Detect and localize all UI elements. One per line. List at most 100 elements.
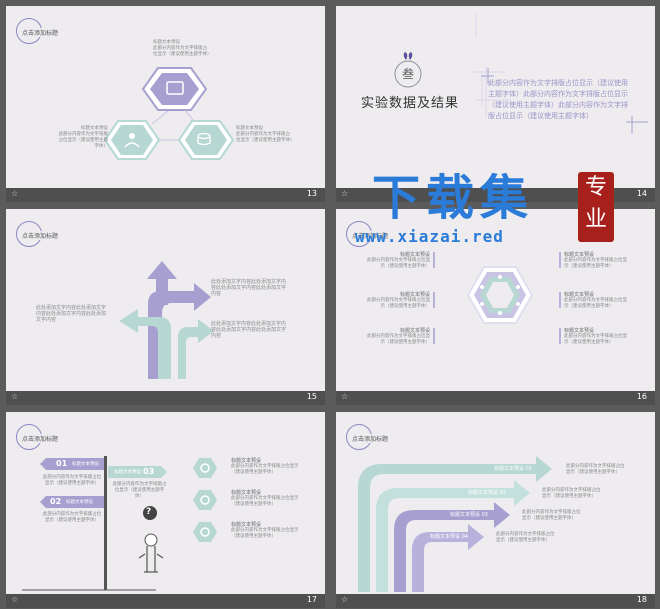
sign-label-01: 标题文本预设	[72, 462, 99, 467]
side-hexagons	[193, 458, 217, 542]
star-icon[interactable]: ☆	[341, 189, 349, 198]
item-left-1: 标题文本预设 此部分内容作为文字排版占位显示（建议使用主题字体）	[366, 252, 430, 270]
slide-header: 点击添加标题	[350, 434, 391, 443]
item-1: 标题文本预设 此部分内容作为文字排版占位显示（建议使用主题字体）	[231, 458, 301, 476]
star-icon[interactable]: ☆	[341, 392, 349, 401]
block-body: 此部分内容作为文字排版占位显示（建议使用主题字体）	[153, 46, 212, 57]
question-mark: ?	[146, 507, 152, 517]
block-top: 标题文本预设 此部分内容作为文字排版占位显示（建议使用主题字体）	[153, 40, 212, 58]
block-right: 标题文本预设 此部分内容作为文字排版占位显示（建议使用主题字体）	[236, 126, 295, 144]
item-title: 标题文本预设	[231, 490, 262, 496]
section-body: 此部分内容作为文字排版占位显示（建议使用主题字体）此部分内容作为文字排版占位显示…	[488, 79, 628, 120]
slide-header: 点击添加标题	[350, 231, 391, 240]
person-icon	[129, 133, 135, 139]
sign-label-03: 标题文本预设	[114, 470, 141, 475]
block-body: 此部分内容作为文字排版占位显示（建议使用主题字体）	[58, 132, 109, 149]
item-title: 标题文本预设	[399, 292, 430, 298]
item-right-2: 标题文本预设 此部分内容作为文字排版占位显示（建议使用主题字体）	[564, 292, 628, 310]
star-icon[interactable]: ☆	[341, 595, 349, 604]
item-title: 标题文本预设	[399, 328, 430, 334]
slide-header: 点击添加标题	[20, 231, 61, 240]
star-icon[interactable]: ☆	[11, 189, 19, 198]
badge-ring	[394, 60, 422, 88]
arrow-body-03: 此部分内容作为文字排版占位显示（建议使用主题字体）	[522, 510, 581, 521]
slide-header: 点击添加标题	[20, 434, 61, 443]
block-title: 标题文本预设	[236, 126, 263, 131]
slide-footer: ☆ 14	[336, 188, 655, 202]
phone-icon	[480, 285, 484, 289]
block-title: 标题文本预设	[81, 126, 108, 131]
slide-15[interactable]: 点击添加标题 此处添加文字内容此处添加文字内容此处添加文字内容此处添加文字内容 …	[6, 209, 325, 405]
sign-body-2: 此部分内容作为文字排版占位显示（建议使用主题字体）	[112, 482, 167, 499]
item-body: 此部分内容作为文字排版占位显示（建议使用主题字体）	[367, 258, 430, 269]
sign-num-02: 02	[50, 497, 62, 506]
right-bottom-text: 此处添加文字内容此处添加文字内容此处添加文字内容此处添加文字内容	[211, 321, 287, 339]
slide-13[interactable]: 点击添加标题 标题文本预设 此部分内容作为文字排版占位显示（建议使用主题字体） …	[6, 6, 325, 202]
block-body: 此部分内容作为文字排版占位显示（建议使用主题字体）	[236, 132, 295, 143]
item-body: 此部分内容作为文字排版占位显示（建议使用主题字体）	[367, 298, 430, 309]
user-icon	[480, 302, 484, 306]
sign-label-02: 标题文本预设	[66, 500, 93, 505]
right-top-text: 此处添加文字内容此处添加文字内容此处添加文字内容此处添加文字内容	[211, 279, 287, 297]
slide-footer: ☆ 16	[336, 391, 655, 405]
slide-number: 16	[636, 392, 647, 401]
section-badge: 叁	[401, 67, 414, 81]
block-title: 标题文本预设	[153, 40, 180, 45]
item-body: 此部分内容作为文字排版占位显示（建议使用主题字体）	[564, 298, 627, 309]
chart-icon	[516, 302, 520, 306]
sign-body-1: 此部分内容作为文字排版占位显示（建议使用主题字体）	[42, 475, 102, 486]
item-body: 此部分内容作为文字排版占位显示（建议使用主题字体）	[231, 496, 299, 507]
slide-17[interactable]: 点击添加标题 01 标题文本预设 标题文本预设 03 02 标题文本预设 此部分…	[6, 412, 325, 608]
aperture-icon	[200, 495, 210, 505]
star-icon[interactable]: ☆	[11, 392, 19, 401]
slide-number: 18	[636, 595, 647, 604]
watermark-title: 下载集	[372, 170, 535, 226]
sign-num-01: 01	[56, 459, 68, 468]
item-title: 标题文本预设	[231, 522, 262, 528]
item-title: 标题文本预设	[564, 292, 595, 298]
slide-number: 17	[306, 595, 317, 604]
slide-footer: ☆ 15	[6, 391, 325, 405]
item-body: 此部分内容作为文字排版占位显示（建议使用主题字体）	[564, 258, 627, 269]
item-body: 此部分内容作为文字排版占位显示（建议使用主题字体）	[564, 334, 627, 345]
block-left: 标题文本预设 此部分内容作为文字排版占位显示（建议使用主题字体）	[58, 126, 109, 150]
target-icon	[200, 527, 210, 537]
section-title: 实验数据及结果	[361, 96, 460, 111]
item-title: 标题文本预设	[231, 458, 262, 464]
item-left-3: 标题文本预设 此部分内容作为文字排版占位显示（建议使用主题字体）	[366, 328, 430, 346]
arrow-label-04: 标题文本预设 04	[430, 534, 468, 540]
gear-icon	[498, 275, 502, 279]
item-3: 标题文本预设 此部分内容作为文字排版占位显示（建议使用主题字体）	[231, 522, 301, 540]
slide-footer: ☆ 17	[6, 594, 325, 608]
watermark-url: www.xiazai.red	[355, 227, 504, 246]
arrow-body-04: 此部分内容作为文字排版占位显示（建议使用主题字体）	[496, 532, 555, 543]
arrow-body-02: 此部分内容作为文字排版占位显示（建议使用主题字体）	[542, 488, 601, 499]
decor-lines	[394, 14, 648, 134]
sign-body-3: 此部分内容作为文字排版占位显示（建议使用主题字体）	[42, 512, 102, 523]
left-text: 此处添加文字内容此处添加文字内容此处添加文字内容此处添加文字内容	[36, 305, 107, 323]
arrow-label-01: 标题文本预设 01	[494, 466, 532, 472]
item-2: 标题文本预设 此部分内容作为文字排版占位显示（建议使用主题字体）	[231, 490, 301, 508]
arrow-body-01: 此部分内容作为文字排版占位显示（建议使用主题字体）	[566, 464, 625, 475]
item-body: 此部分内容作为文字排版占位显示（建议使用主题字体）	[367, 334, 430, 345]
slide-18[interactable]: 点击添加标题 标题文本预设 01 标题文本预设 02 标题文本预设 03 标题文…	[336, 412, 655, 608]
slide-footer: ☆ 18	[336, 594, 655, 608]
fork-arrows-graphic	[119, 261, 214, 379]
item-right-3: 标题文本预设 此部分内容作为文字排版占位显示（建议使用主题字体）	[564, 328, 628, 346]
slide-14[interactable]: 叁 实验数据及结果 此部分内容作为文字排版占位显示（建议使用主题字体）此部分内容…	[336, 6, 655, 202]
curved-arrows-graphic	[358, 456, 552, 592]
item-title: 标题文本预设	[564, 328, 595, 334]
item-title: 标题文本预设	[399, 252, 430, 258]
briefcase-icon	[166, 81, 184, 95]
item-body: 此部分内容作为文字排版占位显示（建议使用主题字体）	[231, 528, 299, 539]
star-icon[interactable]: ☆	[11, 595, 19, 604]
slide-number: 14	[636, 189, 647, 198]
item-title: 标题文本预设	[564, 252, 595, 258]
slide-footer: ☆ 13	[6, 188, 325, 202]
slide-header: 点击添加标题	[20, 28, 61, 37]
slide-number: 13	[306, 189, 317, 198]
watermark-badge: 专业	[578, 172, 614, 242]
gear-icon	[200, 463, 210, 473]
sign-num-03: 03	[143, 467, 155, 476]
hexagon-diagram	[103, 67, 235, 160]
